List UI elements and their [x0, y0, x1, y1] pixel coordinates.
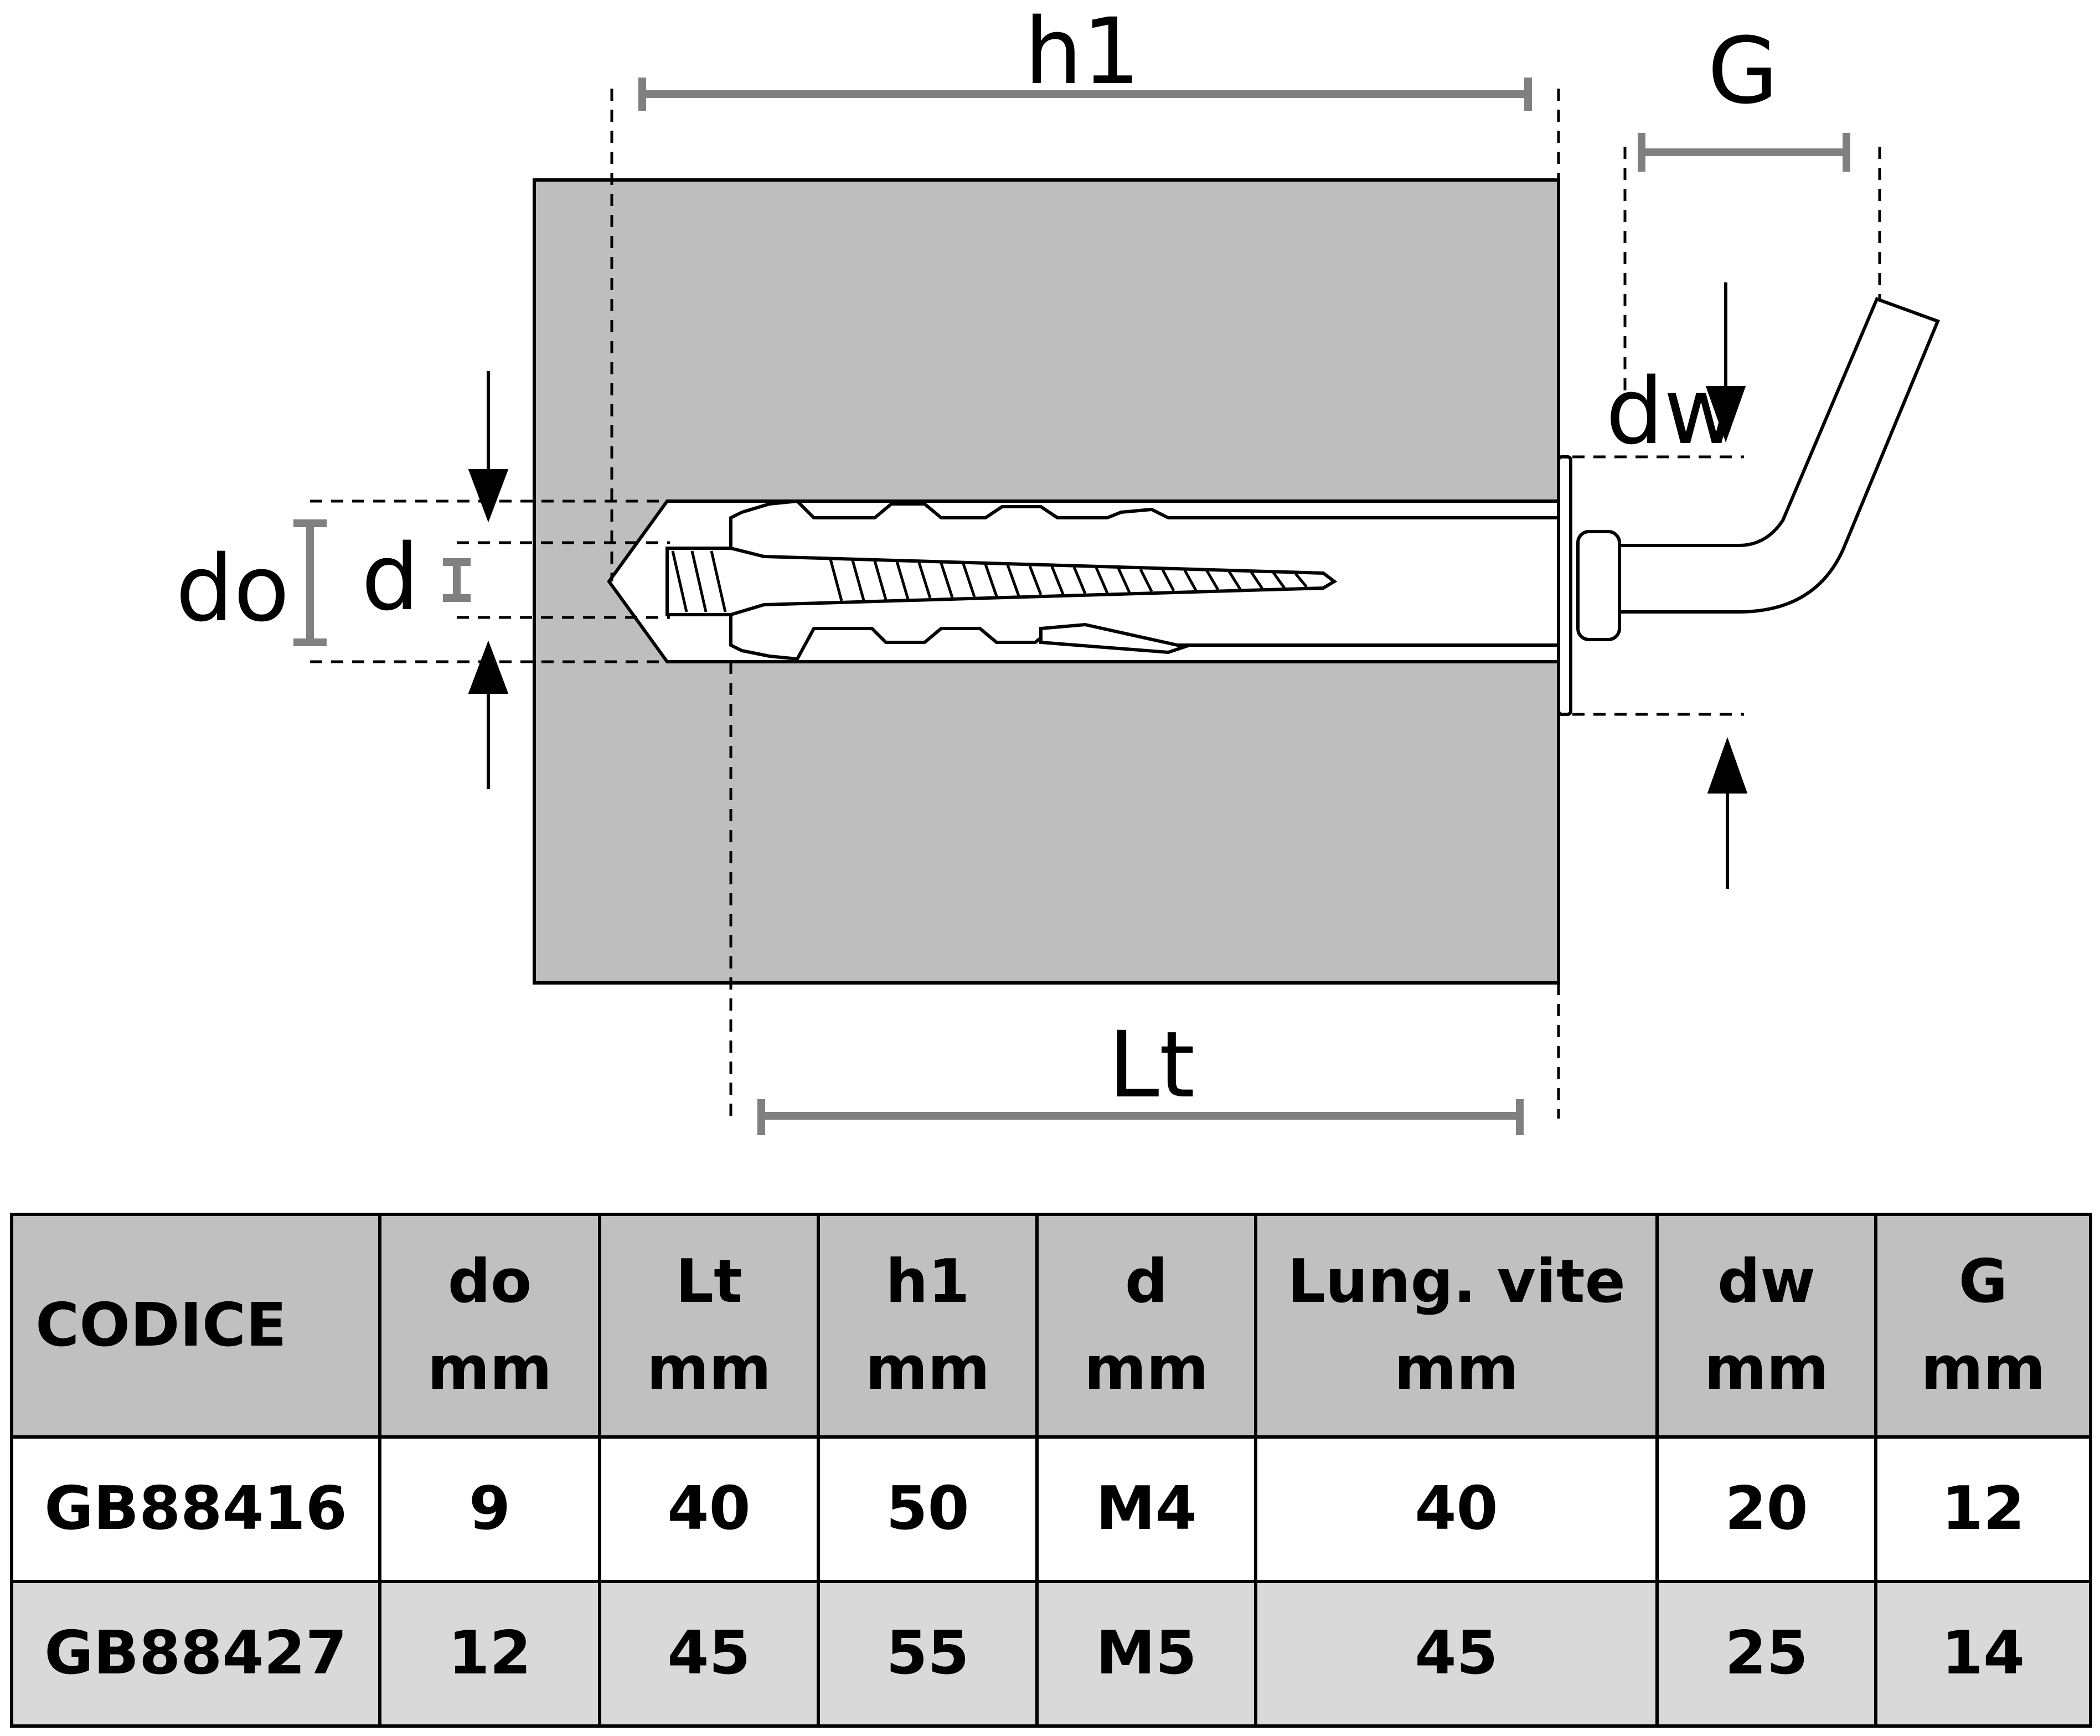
label-h1: h1 [1024, 0, 1141, 105]
cell-dw: 25 [1655, 1580, 1877, 1728]
hook [1557, 297, 1940, 716]
label-G: G [1707, 18, 1778, 124]
label-d: d [362, 524, 420, 631]
cell-h1: 55 [817, 1580, 1039, 1728]
cell-h1: 50 [817, 1435, 1039, 1583]
arrows [468, 282, 1748, 889]
header-codice: CODICE [10, 1213, 381, 1439]
cell-g: 14 [1874, 1580, 2092, 1728]
label-do: do [176, 535, 290, 642]
cell-lt: 40 [598, 1435, 820, 1583]
dimension-lines [293, 78, 1850, 1135]
cell-lt: 45 [598, 1580, 820, 1728]
cell-dw: 20 [1655, 1435, 1877, 1583]
cell-d: M4 [1035, 1435, 1257, 1583]
anchor-technical-drawing: h1 G dw do d Lt [176, 0, 1940, 1135]
cell-lung-vite: 40 [1254, 1435, 1659, 1583]
screw [665, 547, 1338, 655]
cell-codice: GB88416 [10, 1435, 381, 1583]
cell-codice: GB88427 [10, 1580, 381, 1728]
table-row: GB88427 12 45 55 M5 45 25 14 [10, 1580, 2092, 1728]
cell-d: M5 [1035, 1580, 1257, 1728]
cell-g: 12 [1874, 1435, 2092, 1583]
label-dw: dw [1606, 358, 1738, 465]
cell-lung-vite: 45 [1254, 1580, 1659, 1728]
cell-do: 12 [378, 1580, 601, 1728]
label-Lt: Lt [1108, 1012, 1195, 1118]
table-row: GB88416 9 40 50 M4 40 20 12 [10, 1435, 2092, 1583]
cell-do: 9 [378, 1435, 601, 1583]
